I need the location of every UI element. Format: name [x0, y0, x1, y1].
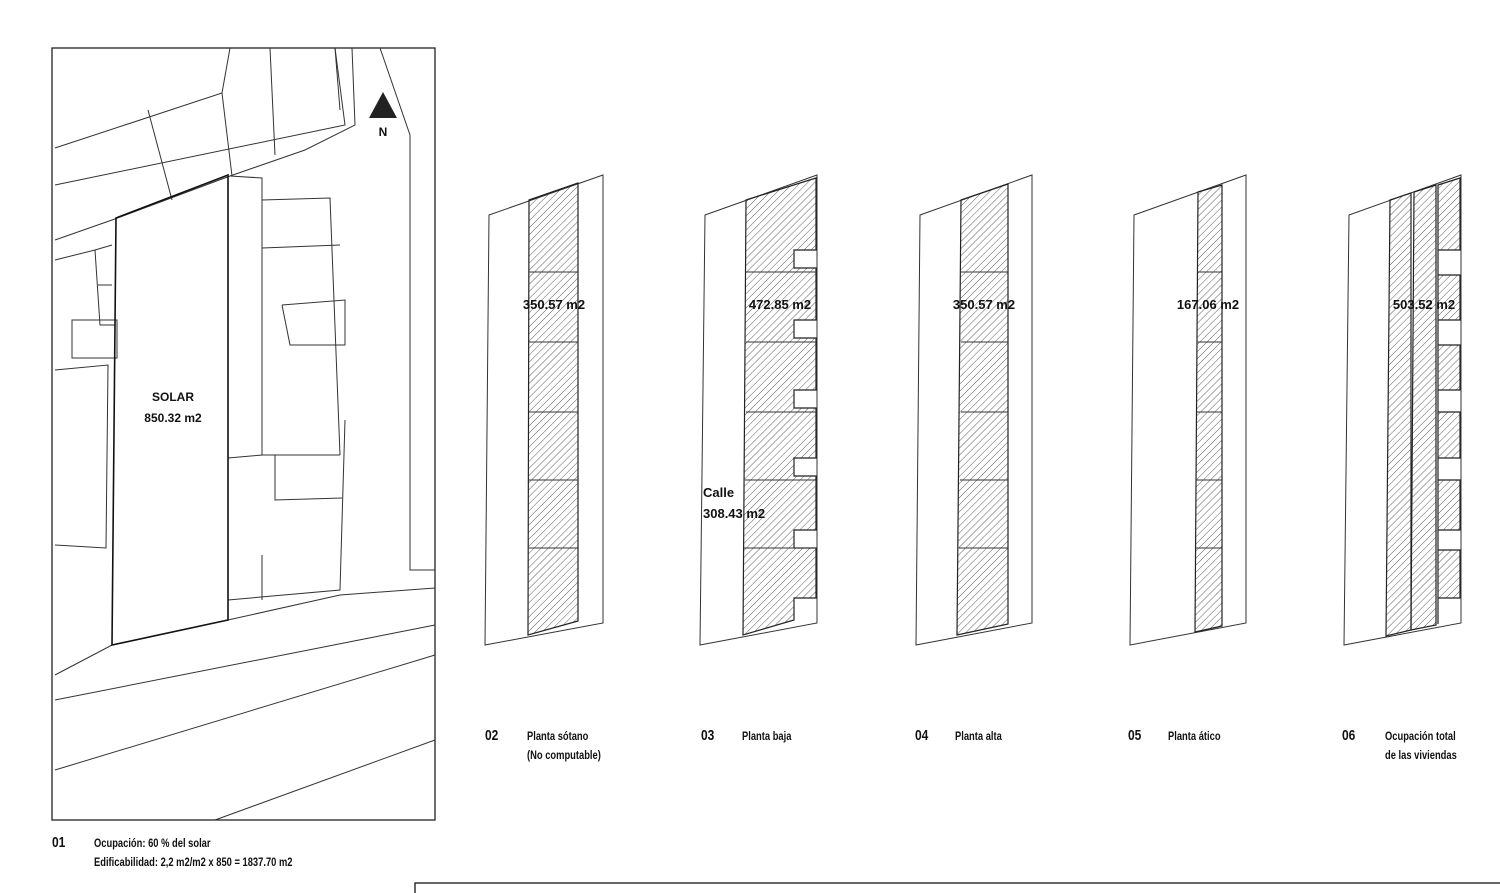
- solar-parcel: [111, 173, 229, 646]
- caption-04-line1: Planta alta: [955, 729, 1002, 743]
- plan-06-total-occupation: [1343, 174, 1462, 646]
- site-plan-frame: [51, 47, 436, 821]
- plan-03-street-area: 308.43 m2: [703, 506, 765, 521]
- solar-area-label: 850.32 m2: [144, 411, 202, 425]
- caption-01-number: 01: [52, 834, 66, 851]
- caption-05-line1: Planta ático: [1168, 729, 1221, 743]
- caption-05-number: 05: [1128, 727, 1142, 744]
- solar-label: SOLAR: [152, 390, 194, 404]
- caption-04-number: 04: [915, 727, 929, 744]
- caption-06-number: 06: [1342, 727, 1356, 744]
- lower-frame-edge: [414, 882, 1500, 893]
- plan-02-area: 350.57 m2: [523, 297, 585, 312]
- plan-05-attic: [1129, 174, 1247, 646]
- caption-03-number: 03: [701, 727, 715, 744]
- plan-03-ground-floor: [699, 174, 818, 646]
- site-plan: [51, 47, 436, 821]
- plan-05-area: 167.06 m2: [1177, 297, 1239, 312]
- caption-03-text: Planta baja: [742, 727, 791, 746]
- caption-06-line1: Ocupación total: [1385, 729, 1456, 743]
- plan-04-upper-floor: [915, 174, 1033, 646]
- caption-02-line2: (No computable): [527, 748, 601, 762]
- north-label: N: [379, 125, 388, 139]
- caption-02-text: Planta sótano (No computable): [527, 727, 601, 765]
- caption-01-line2: Edificabilidad: 2,2 m2/m2 x 850 = 1837.7…: [94, 855, 293, 869]
- caption-06-text: Ocupación total de las viviendas: [1385, 727, 1457, 765]
- caption-02-line1: Planta sótano: [527, 729, 589, 743]
- caption-03-line1: Planta baja: [742, 729, 792, 743]
- caption-04-text: Planta alta: [955, 727, 1002, 746]
- caption-02-number: 02: [485, 727, 499, 744]
- caption-06-line2: de las viviendas: [1385, 748, 1457, 762]
- caption-01-text: Ocupación: 60 % del solar Edificabilidad…: [94, 834, 292, 872]
- plan-03-area: 472.85 m2: [749, 297, 811, 312]
- north-arrow-icon: [369, 92, 397, 118]
- caption-05-text: Planta ático: [1168, 727, 1221, 746]
- caption-01-line1: Ocupación: 60 % del solar: [94, 836, 211, 850]
- plan-03-street-label: Calle: [703, 485, 734, 500]
- plan-06-area: 503.52 m2: [1393, 297, 1455, 312]
- plan-04-area: 350.57 m2: [953, 297, 1015, 312]
- plan-02-basement: [484, 174, 604, 646]
